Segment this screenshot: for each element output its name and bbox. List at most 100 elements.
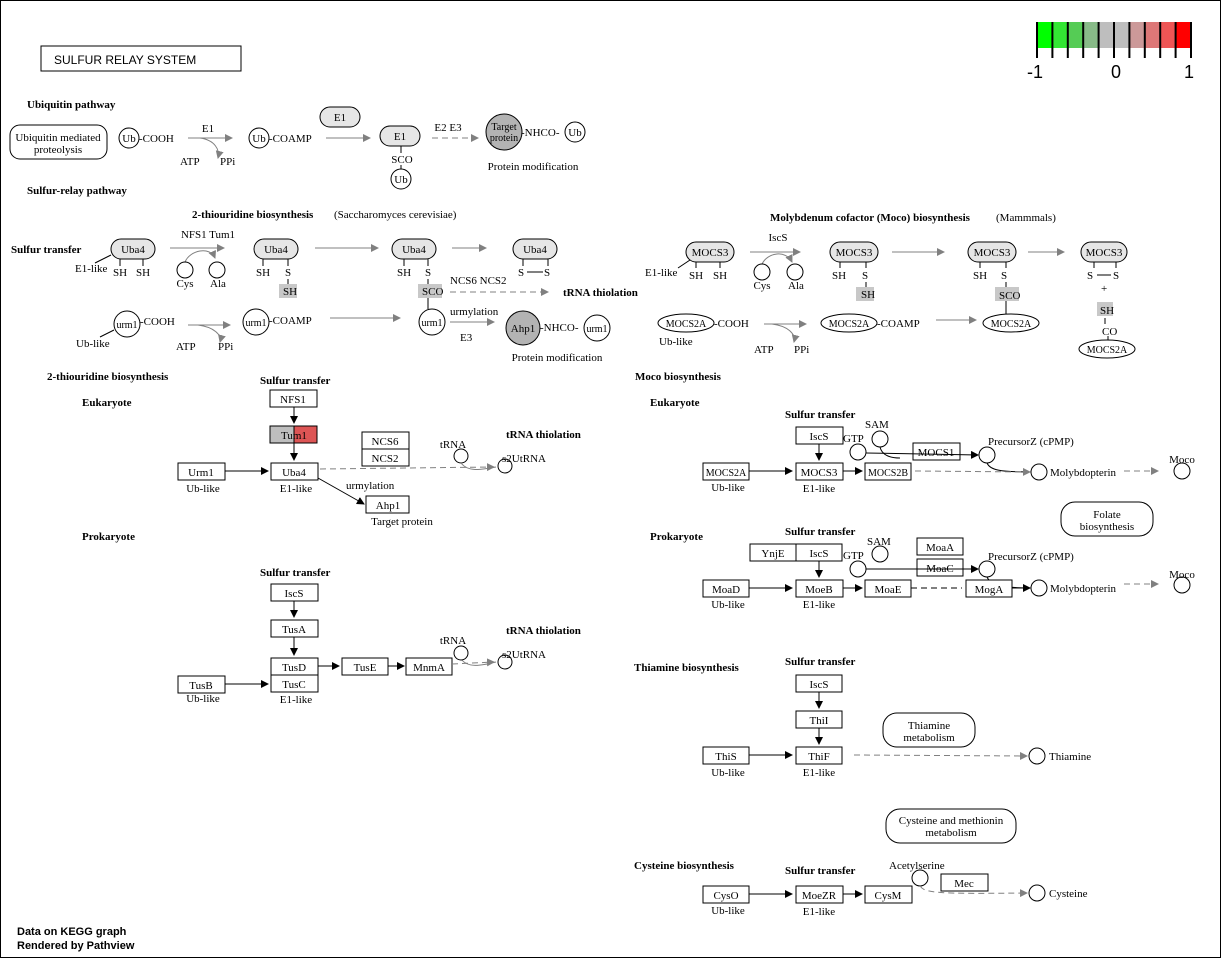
legend-tick-mid: 0 <box>1111 62 1121 82</box>
node-mocs2a-4[interactable] <box>1078 339 1136 359</box>
label-ublike-moco: Ub-like <box>659 336 693 348</box>
label-ub-3: Ub <box>394 174 408 186</box>
node-gtp-pro[interactable] <box>849 560 867 578</box>
label-mocs2a-cooh: -COOH <box>714 318 749 330</box>
node-uba4-1[interactable] <box>110 238 156 260</box>
node-tum1-right[interactable] <box>293 425 318 444</box>
node-moaa[interactable] <box>916 537 964 556</box>
section-sulfur-transfer-euk-moco: Sulfur transfer <box>785 409 855 421</box>
node-s2utrna-pro[interactable] <box>497 654 513 670</box>
node-ub-3[interactable] <box>390 168 412 190</box>
label-s-3b: S <box>425 267 431 279</box>
node-uba4-2[interactable] <box>253 238 299 260</box>
label-moad: MoaD <box>712 584 740 596</box>
node-thiamine-metabolism[interactable] <box>882 712 976 748</box>
node-cysteine[interactable] <box>1028 884 1046 902</box>
label-ub-2: Ub <box>252 133 266 145</box>
node-uba4-4[interactable] <box>512 238 558 260</box>
label-gtp-euk: GTP <box>843 433 864 445</box>
label-sh-m4c: SH <box>1100 305 1114 317</box>
node-ub-2[interactable] <box>248 127 270 149</box>
node-precursor-euk[interactable] <box>978 446 996 464</box>
node-sh-gray-3 <box>1097 302 1113 316</box>
node-s2utrna-euk[interactable] <box>497 458 513 474</box>
label-sh-m2c: SH <box>861 289 875 301</box>
label-acetylserine: Acetylserine <box>889 860 945 872</box>
node-trna-pro[interactable] <box>453 645 469 661</box>
label-nfs1: NFS1 <box>280 394 306 406</box>
label-urm1-2: urm1 <box>245 318 266 329</box>
node-thif[interactable] <box>795 746 843 765</box>
node-cysm[interactable] <box>864 885 913 904</box>
legend-tick-min: -1 <box>1027 62 1043 82</box>
node-mocs3-1[interactable] <box>685 241 735 263</box>
section-sulfur-relay: Sulfur-relay pathway <box>27 185 127 197</box>
node-folate-biosynthesis[interactable] <box>1060 501 1154 537</box>
node-moco-euk[interactable] <box>1173 462 1191 480</box>
node-tusc[interactable] <box>270 674 319 693</box>
node-molybdopterin-pro[interactable] <box>1030 579 1048 597</box>
node-target-protein[interactable] <box>485 113 523 151</box>
node-urm1-1[interactable] <box>113 310 141 338</box>
node-moco-pro[interactable] <box>1173 576 1191 594</box>
node-precursor-pro[interactable] <box>978 560 996 578</box>
legend-swatch <box>1037 22 1053 48</box>
node-sam-euk[interactable] <box>871 430 889 448</box>
label-e1like-pro-thio: E1-like <box>280 694 312 706</box>
node-ahp1-relay[interactable] <box>505 310 541 346</box>
node-moac[interactable] <box>916 558 964 577</box>
footer-line-1: Data on KEGG graph <box>17 926 127 938</box>
node-mocs3-2[interactable] <box>829 241 879 263</box>
node-mocs2a-3[interactable] <box>982 313 1040 333</box>
arrow-mnma-trna <box>451 658 495 667</box>
node-gtp-euk[interactable] <box>849 443 867 461</box>
label-s-m2b: S <box>862 270 868 282</box>
label-this: ThiS <box>715 751 736 763</box>
node-mocs1[interactable] <box>912 442 961 461</box>
label-sh-2c: SH <box>283 286 297 298</box>
node-uba4[interactable] <box>270 462 319 481</box>
label-mocs3-2: MOCS3 <box>836 247 873 259</box>
node-cysteine-metabolism[interactable] <box>885 808 1017 844</box>
node-trna-euk[interactable] <box>453 448 469 464</box>
node-mocs2a-2[interactable] <box>820 313 878 333</box>
label-e1-sco: E1 <box>394 131 406 143</box>
label-nhco-ub: -NHCO- <box>521 127 560 139</box>
label-ub-cooh: -COOH <box>139 133 174 145</box>
label-sam-pro: SAM <box>867 536 891 548</box>
section-sulfur-transfer-thiamine: Sulfur transfer <box>785 656 855 668</box>
label-folate-1: Folate <box>1093 509 1121 521</box>
node-mocs2a-1[interactable] <box>657 313 715 333</box>
node-thiamine[interactable] <box>1028 747 1046 765</box>
node-mocs3-3[interactable] <box>967 241 1017 263</box>
node-ala-relay[interactable] <box>208 261 226 279</box>
node-ncs2[interactable] <box>361 448 410 467</box>
node-cys-relay[interactable] <box>176 261 194 279</box>
node-mocs2b[interactable] <box>864 462 912 481</box>
label-s-4a: S <box>518 267 524 279</box>
node-ala-moco[interactable] <box>786 263 804 281</box>
label-molybdopterin-pro: Molybdopterin <box>1050 583 1116 595</box>
node-ubiquitin-proteolysis[interactable] <box>9 124 108 160</box>
node-cys-moco[interactable] <box>753 263 771 281</box>
node-e1-sco[interactable] <box>379 125 421 147</box>
node-ahp1[interactable] <box>365 495 410 514</box>
node-acetylserine[interactable] <box>911 869 929 887</box>
label-ublike-thiamine: Ub-like <box>711 767 745 779</box>
node-uba4-3[interactable] <box>391 238 437 260</box>
label-precursor-euk: PrecursorZ (cPMP) <box>988 436 1074 448</box>
node-mocs3-4[interactable] <box>1080 241 1128 263</box>
node-molybdopterin-euk[interactable] <box>1030 463 1048 481</box>
node-ub-4[interactable] <box>564 121 586 143</box>
label-iscs-thiamine: IscS <box>810 679 829 691</box>
color-legend <box>1036 22 1192 58</box>
node-sam-pro[interactable] <box>871 545 889 563</box>
node-ub-1[interactable] <box>118 127 140 149</box>
node-urm1-4[interactable] <box>583 314 611 342</box>
node-urm1-2[interactable] <box>242 308 270 336</box>
section-eukaryote-moco: Eukaryote <box>650 397 700 409</box>
node-e1-top[interactable] <box>319 106 361 128</box>
node-mnma[interactable] <box>405 657 453 676</box>
node-mec[interactable] <box>940 873 989 892</box>
node-urm1-3[interactable] <box>418 308 446 336</box>
